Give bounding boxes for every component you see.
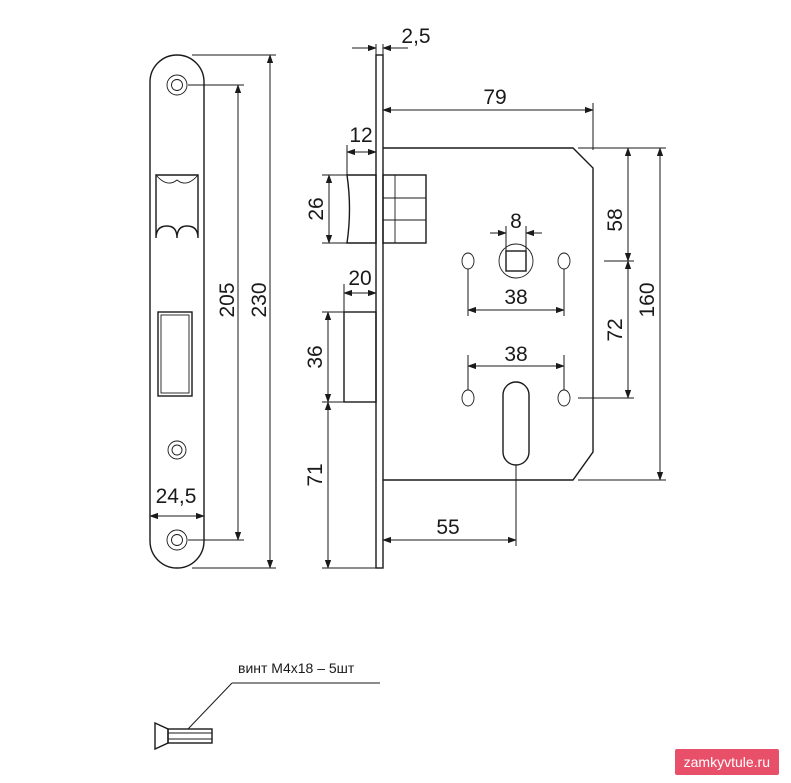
dim-latch-height: 26 xyxy=(305,197,328,220)
dim-faceplate-width: 24,5 xyxy=(156,485,197,508)
dim-latch-projection: 12 xyxy=(349,124,372,147)
screw-note-label: винт M4x18 – 5шт xyxy=(238,660,355,676)
watermark-badge: zamkyvtule.ru xyxy=(674,749,779,775)
middle-screw-hole xyxy=(167,440,187,460)
lock-body-dimensions: 2,5 79 12 26 20 36 71 8 xyxy=(304,25,666,569)
dim-case-depth: 79 xyxy=(483,86,506,109)
dim-spindle-to-cylinder: 72 xyxy=(604,318,627,341)
dim-case-height: 160 xyxy=(636,282,659,317)
handle-screw-hole-left xyxy=(461,252,475,270)
faceplate-edge xyxy=(375,54,384,569)
top-screw-hole xyxy=(166,74,188,96)
cylinder-screw-hole-left xyxy=(461,389,475,407)
dim-cylinder-screw-spacing: 38 xyxy=(504,343,527,366)
cylinder-cutout xyxy=(502,381,530,466)
dim-screw-spacing: 205 xyxy=(216,282,239,317)
screw-callout: винт M4x18 – 5шт xyxy=(154,660,380,751)
latch-opening xyxy=(155,174,199,239)
handle-screw-hole-right xyxy=(557,252,571,270)
faceplate-front-view xyxy=(149,54,205,569)
dim-deadbolt-projection: 20 xyxy=(348,267,371,290)
dim-deadbolt-height: 36 xyxy=(304,345,327,368)
dim-handle-offset: 58 xyxy=(604,208,627,231)
deadbolt xyxy=(343,311,377,403)
bottom-screw-hole xyxy=(166,529,188,551)
lock-case xyxy=(383,147,594,481)
cylinder-screw-hole-right xyxy=(557,389,571,407)
dim-backset: 55 xyxy=(436,516,459,539)
dim-handle-screw-spacing: 38 xyxy=(504,286,527,309)
dim-spindle-square: 8 xyxy=(510,210,522,233)
dim-plate-thickness: 2,5 xyxy=(401,25,430,48)
dim-faceplate-length: 230 xyxy=(248,282,271,317)
faceplate-dimensions: 24,5 205 230 xyxy=(149,54,276,569)
screw-icon xyxy=(154,721,213,751)
deadbolt-opening xyxy=(157,311,193,397)
spindle-hole xyxy=(498,243,534,279)
dim-deadbolt-to-bottom: 71 xyxy=(304,463,327,486)
latch-bolt xyxy=(346,174,427,244)
